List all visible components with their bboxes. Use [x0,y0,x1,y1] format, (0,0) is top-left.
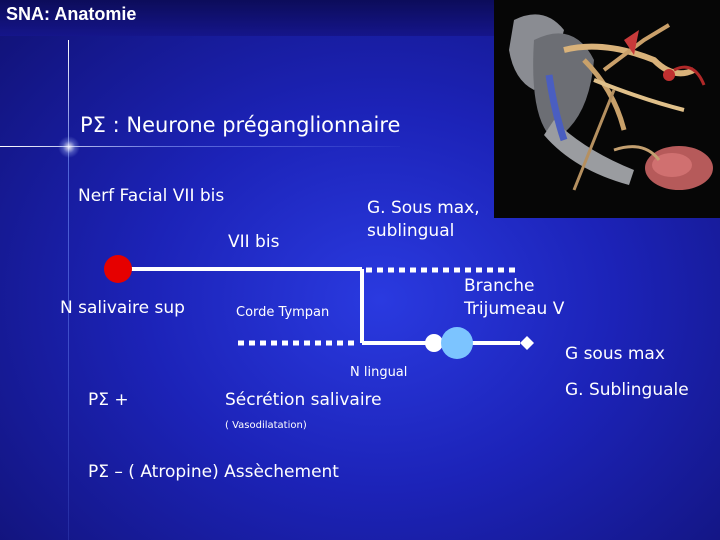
label-vasodilatation: ( Vasodilatation) [225,420,307,431]
label-g-sublinguale: G. Sublinguale [565,380,689,400]
decorative-horizontal-line [0,146,400,147]
decorative-vertical-line [68,40,69,540]
label-corde-tympan: Corde Tympan [236,305,330,320]
label-g-sous-max-2: sublingual [367,221,455,241]
header-title: SNA: Anatomie [6,4,137,24]
label-branche-1: Branche [464,276,535,296]
slide-title: PΣ : Neurone préganglionnaire [80,113,401,137]
blue-ganglion-node [441,327,473,359]
label-nerf-facial: Nerf Facial VII bis [78,186,225,206]
label-branche-2: Trijumeau V [464,299,565,319]
label-g-sous-max-1: G. Sous max, [367,198,480,218]
white-junction-node [425,334,443,352]
diamond-end-marker [520,336,534,350]
decorative-glow [58,136,80,158]
n-salivaire-node [104,255,132,283]
anatomy-illustration [494,0,720,218]
label-p-sigma-plus: PΣ + [88,390,129,410]
label-secretion: Sécrétion salivaire [225,390,382,410]
label-n-salivaire: N salivaire sup [60,298,185,318]
label-n-lingual: N lingual [350,365,408,380]
label-vii-bis: VII bis [228,232,280,252]
label-g-sous-max: G sous max [565,344,665,364]
label-atropine: PΣ – ( Atropine) Assèchement [88,462,339,482]
